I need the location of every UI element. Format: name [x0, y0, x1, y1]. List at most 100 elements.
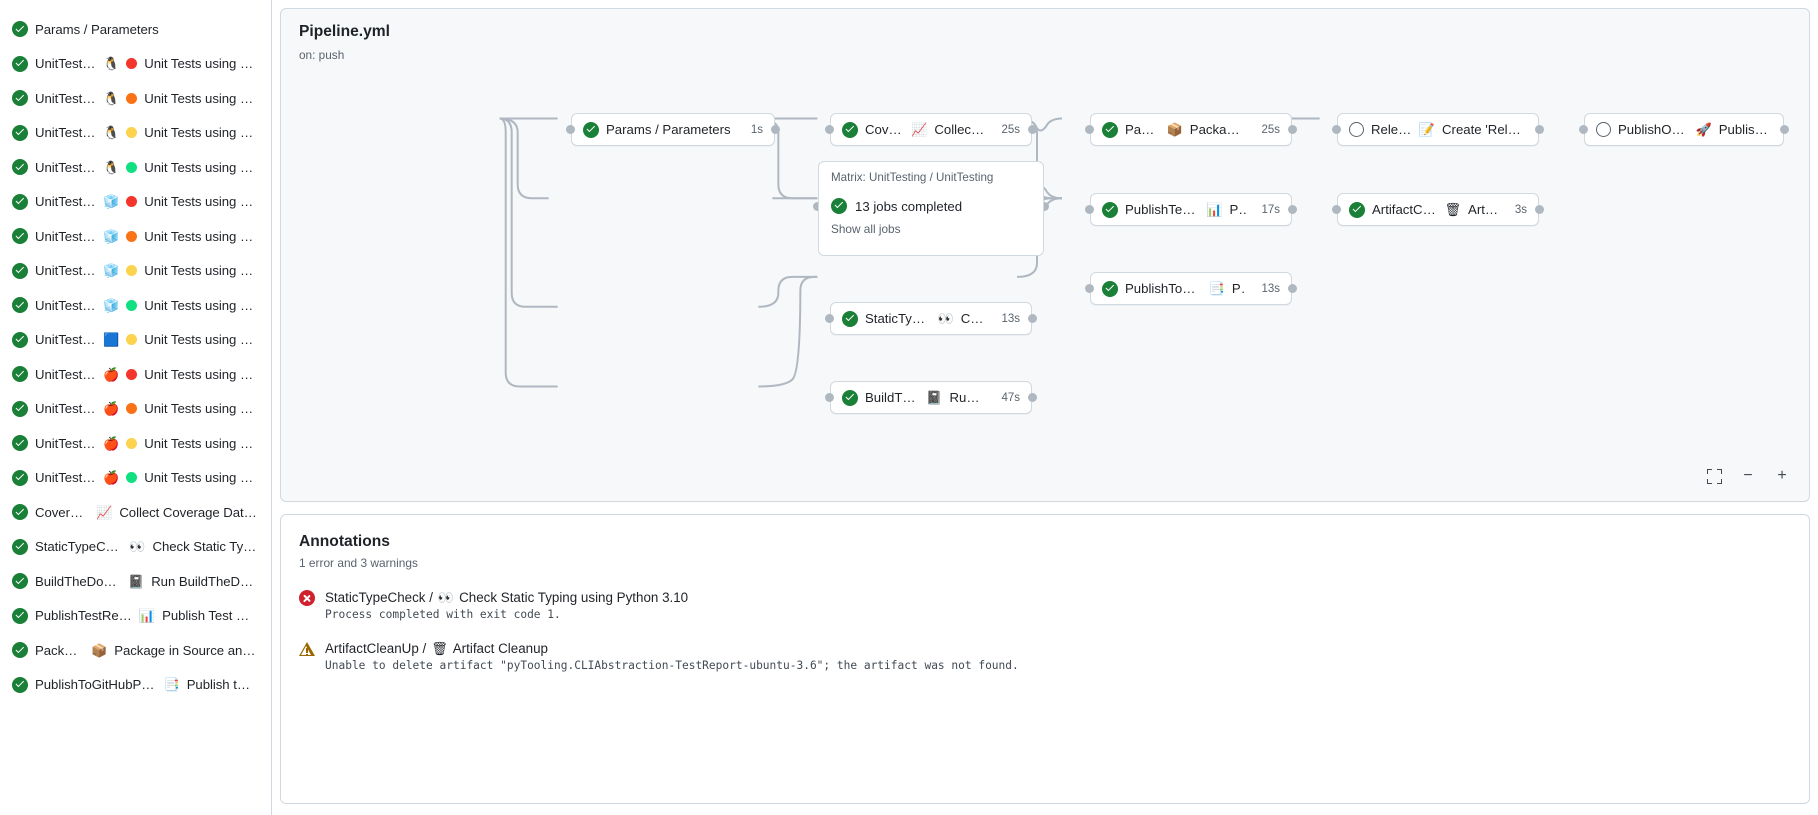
annotation-job: ArtifactCleanUp /: [325, 641, 427, 656]
graph-node-coverage[interactable]: Coverage / 📈Collect Cove...25s: [830, 113, 1032, 146]
sidebar-item[interactable]: StaticTypeCheck / 👀Check Static Typing..…: [4, 530, 267, 565]
sidebar-item[interactable]: PublishTestResults / 📊Publish Test Resu.…: [4, 599, 267, 634]
success-icon: [12, 262, 28, 279]
os-icon: 🧊: [103, 263, 120, 279]
sidebar-item[interactable]: UnitTesting / 🧊Unit Tests using Pyth...: [4, 219, 267, 254]
sidebar-item[interactable]: UnitTesting / 🍎Unit Tests using Pyth...: [4, 392, 267, 427]
success-icon: [12, 297, 28, 314]
fullscreen-button[interactable]: [1703, 465, 1725, 487]
graph-node-cleanup[interactable]: ArtifactCleanUp / 🗑Artifac...3s: [1337, 193, 1539, 226]
version-dot-icon: [126, 368, 138, 380]
sidebar-item[interactable]: UnitTesting / 🍎Unit Tests using Pyth...: [4, 426, 267, 461]
sidebar-item-label: UnitTesting /: [35, 435, 97, 451]
node-label: PublishTestResults /: [1125, 202, 1199, 217]
sidebar-item[interactable]: PublishToGitHubPages / 📑Publish to G...: [4, 668, 267, 703]
graph-node-package[interactable]: Package / 📦Package in So...25s: [1090, 113, 1292, 146]
step-icon: 📝: [1418, 122, 1436, 137]
sidebar-item-sublabel: Collect Coverage Data usi...: [119, 504, 257, 520]
success-icon: [12, 435, 28, 452]
success-icon: [12, 607, 28, 624]
error-icon: [299, 590, 315, 606]
sidebar-item-sublabel: Unit Tests using Pyth...: [144, 228, 257, 244]
sidebar-item[interactable]: Coverage / 📈Collect Coverage Data usi...: [4, 495, 267, 530]
os-icon: 📊: [138, 608, 156, 624]
step-icon: 📦: [1166, 122, 1183, 137]
graph-node-ptr[interactable]: PublishTestResults / 📊Pu...17s: [1090, 193, 1292, 226]
step-icon: 🗑: [431, 641, 448, 656]
success-icon: [1102, 121, 1118, 138]
node-port-right: [1535, 205, 1544, 214]
matrix-jobs-label: 13 jobs completed: [855, 198, 963, 214]
node-port-right: [1288, 125, 1297, 134]
sidebar-item[interactable]: UnitTesting / 🐧Unit Tests using Pyth...: [4, 116, 267, 151]
os-icon: 🍎: [103, 401, 120, 417]
graph-node-release[interactable]: Release / 📝Create 'Release P...: [1337, 113, 1539, 146]
node-sublabel: Pu...: [1229, 202, 1246, 217]
graph-trigger-subtitle: on: push: [299, 48, 345, 62]
node-port-left: [825, 125, 834, 134]
sidebar-item-sublabel: Unit Tests using Pyth...: [144, 159, 257, 175]
sidebar-item[interactable]: UnitTesting / 🐧Unit Tests using Pyth...: [4, 81, 267, 116]
sidebar-item[interactable]: Package / 📦Package in Source and Wh...: [4, 633, 267, 668]
matrix-port-right: [1040, 202, 1049, 211]
sidebar-item[interactable]: UnitTesting / 🧊Unit Tests using Pyth...: [4, 288, 267, 323]
node-port-left: [1332, 205, 1341, 214]
step-icon: 📑: [1208, 281, 1225, 296]
step-icon: 🚀: [1695, 122, 1712, 137]
sidebar-item-label: UnitTesting /: [35, 332, 97, 348]
node-duration: 25s: [1261, 123, 1280, 136]
node-label: Params / Parameters: [606, 122, 731, 137]
sidebar-item-label: UnitTesting /: [35, 263, 97, 279]
version-dot-icon: [126, 437, 138, 449]
success-icon: [12, 90, 28, 107]
os-icon: 🍎: [103, 366, 120, 382]
success-icon: [12, 124, 28, 141]
graph-node-pghp[interactable]: PublishToGitHubPages / 📑Pu...13s: [1090, 272, 1292, 305]
step-icon: 🗑: [1444, 202, 1462, 217]
node-label: ArtifactCleanUp /: [1372, 202, 1438, 217]
sidebar-item[interactable]: BuildTheDocs / 📓Run BuildTheDocs: [4, 564, 267, 599]
node-duration: 13s: [1261, 282, 1280, 295]
step-icon: 📊: [1206, 202, 1223, 217]
os-icon: 🐧: [103, 159, 120, 175]
success-icon: [12, 573, 28, 590]
sidebar-item[interactable]: UnitTesting / 🧊Unit Tests using Pyth...: [4, 254, 267, 289]
sidebar-item[interactable]: UnitTesting / 🐧Unit Tests using Pyth...: [4, 150, 267, 185]
success-icon: [842, 310, 858, 327]
zoom-out-button[interactable]: −: [1743, 467, 1753, 484]
graph-node-docs[interactable]: BuildTheDocs / 📓Run Buil...47s: [830, 381, 1032, 414]
os-icon: 🍎: [103, 435, 120, 451]
show-all-jobs-link[interactable]: Show all jobs: [831, 222, 901, 236]
sidebar-item-label: PublishToGitHubPages /: [35, 677, 157, 693]
matrix-group[interactable]: Matrix: UnitTesting / UnitTesting 13 job…: [818, 161, 1044, 256]
node-port-right: [1028, 125, 1037, 134]
success-icon: [12, 55, 28, 72]
sidebar-item[interactable]: UnitTesting / 🐧Unit Tests using Pyth...: [4, 47, 267, 82]
success-icon: [12, 400, 28, 417]
node-label: PublishOnPyPI /: [1618, 122, 1689, 137]
zoom-in-button[interactable]: +: [1777, 467, 1787, 484]
annotations-title: Annotations: [299, 533, 390, 550]
success-icon: [12, 504, 28, 521]
graph-node-pypi[interactable]: PublishOnPyPI / 🚀Publish to ...: [1584, 113, 1784, 146]
node-port-left: [1579, 125, 1588, 134]
sidebar-item[interactable]: UnitTesting / 🟦Unit Tests using Pyth...: [4, 323, 267, 358]
success-icon: [12, 469, 28, 486]
graph-node-stc[interactable]: StaticTypeCheck / 👀Chec...13s: [830, 302, 1032, 335]
sidebar-item[interactable]: UnitTesting / 🧊Unit Tests using Pyth...: [4, 185, 267, 220]
sidebar-item[interactable]: Params / Parameters: [4, 12, 267, 47]
sidebar-item[interactable]: UnitTesting / 🍎Unit Tests using Pyth...: [4, 461, 267, 496]
os-icon: 👀: [129, 539, 146, 555]
success-icon: [1102, 201, 1118, 218]
version-dot-icon: [126, 127, 138, 139]
node-port-right: [1780, 125, 1789, 134]
annotations-list: StaticTypeCheck / 👀Check Static Typing u…: [281, 570, 1809, 672]
node-sublabel: Chec...: [960, 311, 987, 326]
sidebar-item[interactable]: UnitTesting / 🍎Unit Tests using Pyth...: [4, 357, 267, 392]
sidebar-item-sublabel: Package in Source and Wh...: [114, 642, 257, 658]
version-dot-icon: [126, 161, 138, 173]
